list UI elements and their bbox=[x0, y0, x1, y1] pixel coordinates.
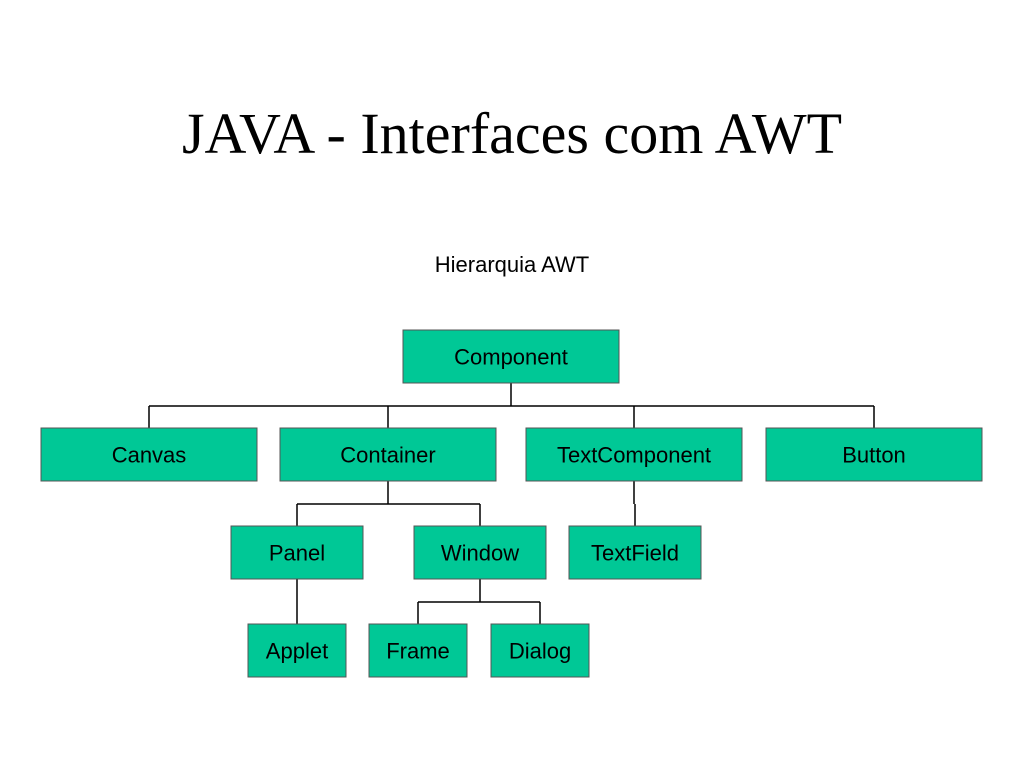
node-box-container bbox=[279, 427, 497, 482]
node-label-container: Container bbox=[340, 443, 435, 468]
node-textfield: TextField bbox=[568, 525, 702, 580]
node-window: Window bbox=[413, 525, 547, 580]
node-textcomponent: TextComponent bbox=[525, 427, 743, 482]
slide-title: JAVA - Interfaces com AWT bbox=[181, 101, 843, 166]
tree-connectors bbox=[148, 383, 875, 624]
node-label-canvas: Canvas bbox=[112, 443, 187, 468]
node-label-frame: Frame bbox=[386, 639, 450, 664]
node-button: Button bbox=[765, 427, 983, 482]
node-label-textfield: TextField bbox=[591, 541, 679, 566]
node-label-panel: Panel bbox=[269, 541, 325, 566]
node-label-textcomponent: TextComponent bbox=[557, 443, 711, 468]
node-container: Container bbox=[279, 427, 497, 482]
node-component: Component bbox=[402, 329, 620, 384]
node-box-textfield bbox=[568, 525, 702, 580]
node-label-applet: Applet bbox=[266, 639, 328, 664]
node-dialog: Dialog bbox=[490, 623, 590, 678]
node-panel: Panel bbox=[230, 525, 364, 580]
node-label-button: Button bbox=[842, 443, 906, 468]
node-box-button bbox=[765, 427, 983, 482]
node-box-canvas bbox=[40, 427, 258, 482]
node-applet: Applet bbox=[247, 623, 347, 678]
node-box-window bbox=[413, 525, 547, 580]
node-canvas: Canvas bbox=[40, 427, 258, 482]
node-box-textcomponent bbox=[525, 427, 743, 482]
node-box-frame bbox=[368, 623, 468, 678]
node-box-component bbox=[402, 329, 620, 384]
diagram-caption: Hierarquia AWT bbox=[434, 252, 590, 277]
node-box-panel bbox=[230, 525, 364, 580]
node-label-component: Component bbox=[454, 345, 568, 370]
node-box-applet bbox=[247, 623, 347, 678]
node-box-dialog bbox=[490, 623, 590, 678]
node-label-window: Window bbox=[441, 541, 519, 566]
node-frame: Frame bbox=[368, 623, 468, 678]
node-label-dialog: Dialog bbox=[509, 639, 571, 664]
